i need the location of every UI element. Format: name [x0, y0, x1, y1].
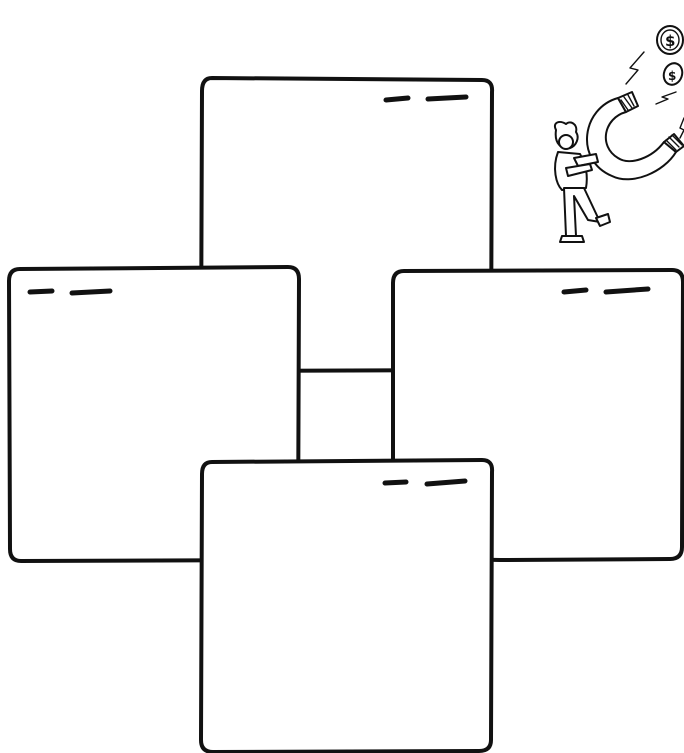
- window-dash-2: [72, 291, 110, 293]
- spark-icon: [656, 92, 676, 104]
- window-dash-2: [606, 289, 648, 292]
- magnet-icon: [587, 92, 684, 179]
- window-dash-1: [385, 482, 406, 483]
- window-dash-2: [427, 481, 465, 484]
- window-dash-1: [30, 291, 52, 292]
- coin-symbol: $: [665, 32, 675, 50]
- window-dash-1: [564, 290, 586, 292]
- window-dash-1: [386, 98, 408, 100]
- coin-icon: $: [657, 26, 683, 54]
- spark-icon: [626, 52, 644, 84]
- window-frame: [201, 460, 492, 752]
- window-dash-2: [428, 97, 466, 99]
- connectors: [290, 366, 396, 464]
- coin-symbol: $: [668, 69, 676, 83]
- window-card-bottom: [201, 460, 492, 752]
- spark-icon: [680, 118, 684, 138]
- coin-icon: $: [661, 61, 684, 88]
- person-with-magnet-icon: $ $: [555, 26, 684, 242]
